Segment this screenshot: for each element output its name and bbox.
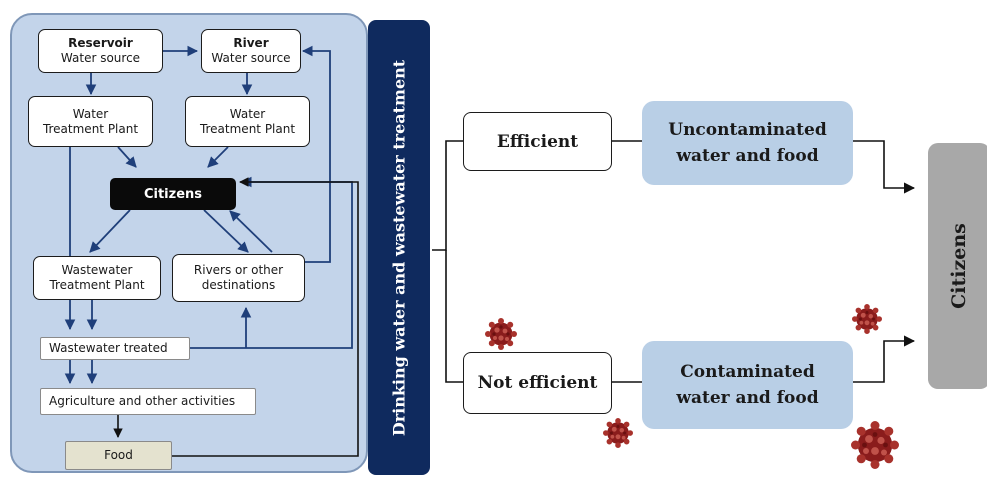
rivers-other-label: Rivers or other destinations [193, 263, 284, 292]
reservoir-box: Reservoir Water source [38, 29, 163, 73]
citizens-bar: Citizens [928, 143, 987, 389]
river-box: River Water source [201, 29, 301, 73]
reservoir-title: Reservoir [68, 36, 133, 50]
contaminated-box: Contaminated water and food [642, 341, 853, 429]
citizens-bar-label: Citizens [948, 223, 970, 309]
treatment-band-label: Drinking water and wastewater treatment [389, 59, 409, 436]
water-treatment-plant-right: Water Treatment Plant [185, 96, 310, 147]
wtp-left-label: Water Treatment Plant [42, 106, 139, 136]
efficient-label: Efficient [496, 131, 579, 152]
virus-icon [603, 418, 633, 448]
citizens-node: Citizens [110, 178, 236, 210]
virus-icon [852, 304, 882, 334]
uncontaminated-to-citizens [853, 140, 916, 194]
reservoir-subtitle: Water source [60, 51, 141, 65]
wastewater-plant-label: Wastewater Treatment Plant [49, 263, 145, 292]
wastewater-treated-box: Wastewater treated [40, 337, 190, 360]
not-efficient-box: Not efficient [463, 352, 612, 414]
band-branch [432, 140, 463, 251]
wtp-left-to-citizens [117, 146, 137, 168]
river-subtitle: Water source [211, 51, 291, 65]
rivers-loop-to-river [301, 45, 331, 263]
wtp-right-to-citizens [207, 146, 229, 168]
food-to-citizens [172, 177, 359, 457]
not-efficient-label: Not efficient [477, 373, 598, 393]
agriculture-label: Agriculture and other activities [49, 394, 236, 408]
uncontaminated-box: Uncontaminated water and food [642, 101, 853, 185]
band-branch-lower [445, 250, 463, 383]
wtp-right-label: Water Treatment Plant [199, 106, 296, 136]
virus-icon [851, 421, 899, 469]
rivers-other-destinations: Rivers or other destinations [172, 254, 305, 302]
contaminated-line1: Contaminated [680, 362, 815, 382]
water-treatment-plant-left: Water Treatment Plant [28, 96, 153, 147]
food-box: Food [65, 441, 172, 470]
river-title: River [233, 36, 269, 50]
treatment-band: Drinking water and wastewater treatment [368, 20, 430, 475]
efficient-box: Efficient [463, 112, 612, 171]
contaminated-line2: water and food [676, 388, 819, 408]
uncontaminated-line1: Uncontaminated [668, 120, 827, 140]
rivers-to-citizens [229, 210, 273, 253]
wastewater-treatment-plant: Wastewater Treatment Plant [33, 256, 161, 300]
citizens-node-label: Citizens [143, 186, 203, 202]
contaminated-to-citizens [853, 335, 916, 383]
uncontaminated-line2: water and food [676, 146, 819, 166]
citizens-to-rivers [203, 209, 249, 253]
citizens-to-wastewater [89, 209, 131, 253]
agriculture-box: Agriculture and other activities [40, 388, 256, 415]
wastewater-treated-label: Wastewater treated [49, 341, 168, 355]
virus-icon [485, 318, 517, 350]
food-label: Food [104, 448, 133, 462]
